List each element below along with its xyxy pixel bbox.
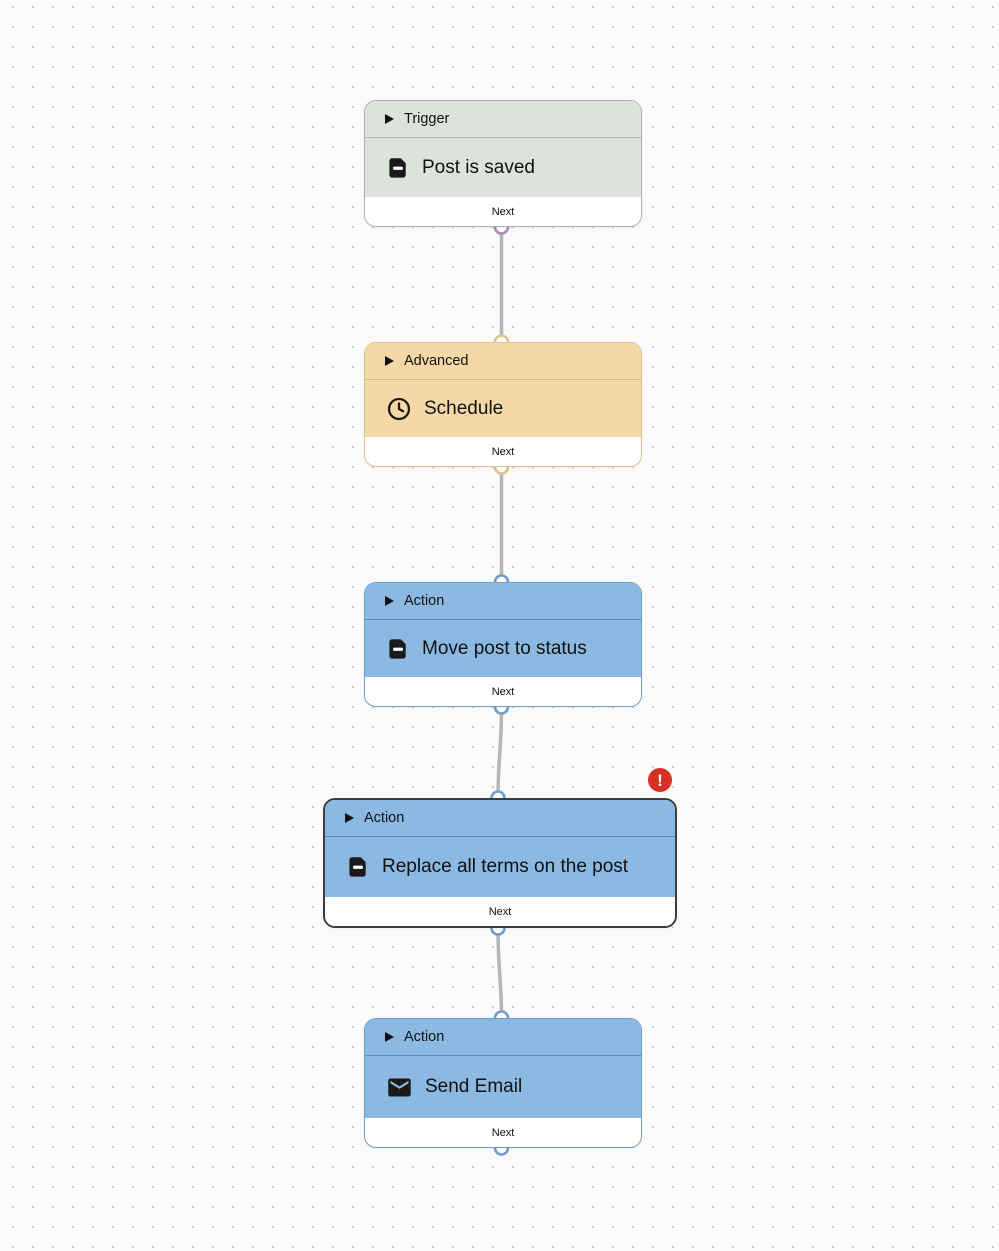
- node-title: Schedule: [424, 397, 504, 419]
- node-title: Move post to status: [422, 637, 587, 659]
- node-footer: Next: [365, 1118, 641, 1147]
- node-footer: Next: [365, 677, 641, 706]
- collapse-triangle-icon[interactable]: [385, 114, 394, 124]
- collapse-triangle-icon[interactable]: [345, 813, 354, 823]
- node-trigger-post-is-saved[interactable]: Trigger Post is saved Next: [364, 100, 642, 227]
- node-body[interactable]: Move post to status: [365, 620, 641, 677]
- document-icon: [346, 855, 370, 879]
- node-category-label: Action: [364, 810, 405, 826]
- error-badge[interactable]: !: [648, 768, 672, 792]
- document-icon: [386, 156, 410, 180]
- node-body[interactable]: Post is saved: [365, 138, 641, 197]
- node-header[interactable]: Action: [365, 583, 641, 620]
- node-action-send-email[interactable]: Action Send Email Next: [364, 1018, 642, 1148]
- collapse-triangle-icon[interactable]: [385, 596, 394, 606]
- node-footer: Next: [325, 897, 675, 926]
- node-footer: Next: [365, 437, 641, 466]
- node-advanced-schedule[interactable]: Advanced Schedule Next: [364, 342, 642, 467]
- node-header[interactable]: Action: [365, 1019, 641, 1056]
- document-icon: [386, 637, 410, 661]
- node-category-label: Trigger: [404, 111, 450, 127]
- node-category-label: Action: [404, 593, 445, 609]
- next-port-label: Next: [491, 205, 515, 218]
- node-header[interactable]: Advanced: [365, 343, 641, 380]
- node-body[interactable]: Replace all terms on the post: [325, 837, 675, 897]
- node-title: Send Email: [425, 1076, 523, 1097]
- node-category-label: Advanced: [404, 353, 469, 369]
- next-port-label: Next: [491, 445, 515, 458]
- next-port-label: Next: [488, 905, 512, 918]
- clock-icon: [386, 396, 412, 422]
- next-port-label: Next: [491, 685, 515, 698]
- next-port-label: Next: [491, 1126, 515, 1139]
- node-body[interactable]: Send Email: [365, 1056, 641, 1118]
- node-action-move-post-to-status[interactable]: Action Move post to status Next: [364, 582, 642, 707]
- node-action-replace-all-terms[interactable]: Action Replace all terms on the post Nex…: [323, 798, 677, 928]
- connector-line: [496, 705, 504, 800]
- email-icon: [386, 1074, 413, 1101]
- node-body[interactable]: Schedule: [365, 380, 641, 437]
- node-footer: Next: [365, 197, 641, 226]
- node-header[interactable]: Action: [325, 800, 675, 837]
- collapse-triangle-icon[interactable]: [385, 356, 394, 366]
- exclamation-icon: !: [657, 770, 663, 790]
- node-category-label: Action: [404, 1029, 445, 1045]
- node-title: Replace all terms on the post: [382, 856, 629, 877]
- collapse-triangle-icon[interactable]: [385, 1032, 394, 1042]
- node-header[interactable]: Trigger: [365, 101, 641, 138]
- node-title: Post is saved: [422, 156, 535, 178]
- connector-line: [496, 926, 504, 1020]
